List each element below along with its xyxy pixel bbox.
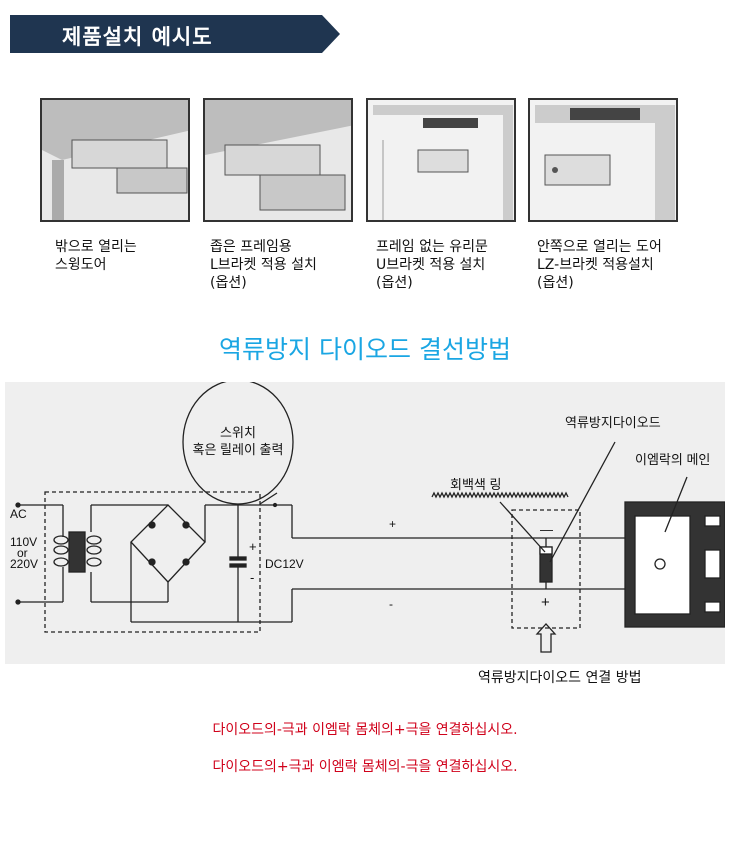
bridge-rectifier	[130, 504, 206, 583]
up-arrow-icon	[535, 623, 557, 653]
positive-line-label: +	[389, 517, 396, 531]
banner-title: 제품설치 예시도	[62, 25, 213, 49]
install-photo-l-bracket	[203, 98, 353, 222]
diode-plus: +	[541, 594, 550, 611]
lock-main-label: 이엠락의 메인	[635, 452, 710, 467]
diode-label: 역류방지다이오드	[565, 415, 661, 430]
cap-minus: -	[250, 570, 254, 585]
relay-label: 혹은 릴레이 출력	[193, 442, 284, 457]
transformer-core	[68, 531, 86, 573]
install-caption: 좁은 프레임용 L브라켓 적용 설치 (옵션)	[210, 239, 317, 291]
diode-section-title: 역류방지 다이오드 결선방법	[219, 335, 511, 364]
section-banner: 제품설치 예시도	[10, 15, 340, 53]
power-supply-box	[44, 491, 261, 633]
v110-label: 110V	[10, 535, 37, 549]
dc12v-label: DC12V	[265, 557, 304, 571]
wiring-note: 다이오드의-극과 이엠락 몸체의+극을 연결하십시오.	[212, 722, 518, 738]
install-caption: 안쪽으로 열리는 도어 LZ-브라켓 적용설치 (옵션)	[537, 239, 662, 291]
install-photo-u-bracket	[366, 98, 516, 222]
diagram-caption: 역류방지다이오드 연결 방법	[478, 670, 642, 686]
or-label: or	[17, 546, 28, 560]
v220-label: 220V	[10, 557, 38, 571]
gray-ring-label: 회백색 링	[450, 477, 501, 492]
cap-plus: +	[249, 539, 257, 554]
install-caption: 밖으로 열리는 스윙도어	[55, 239, 137, 273]
install-photo-swing-door	[40, 98, 190, 222]
wiring-note: 다이오드의+극과 이엠락 몸체의-극을 연결하십시오.	[212, 759, 518, 775]
switch-label: 스위치	[220, 425, 256, 440]
gray-ring-indicator	[431, 491, 569, 499]
ac-label: AC	[10, 507, 27, 521]
diode-minus: —	[540, 522, 553, 537]
diode-box	[511, 509, 581, 629]
install-caption: 프레임 없는 유리문 U브라켓 적용 설치 (옵션)	[376, 239, 488, 291]
install-photo-lz-bracket	[528, 98, 678, 222]
wiring-diagram: AC 110V or 220V 스위치 혹은 릴레이 출력 + - DC12V …	[5, 379, 726, 664]
negative-line-label: -	[389, 597, 393, 611]
